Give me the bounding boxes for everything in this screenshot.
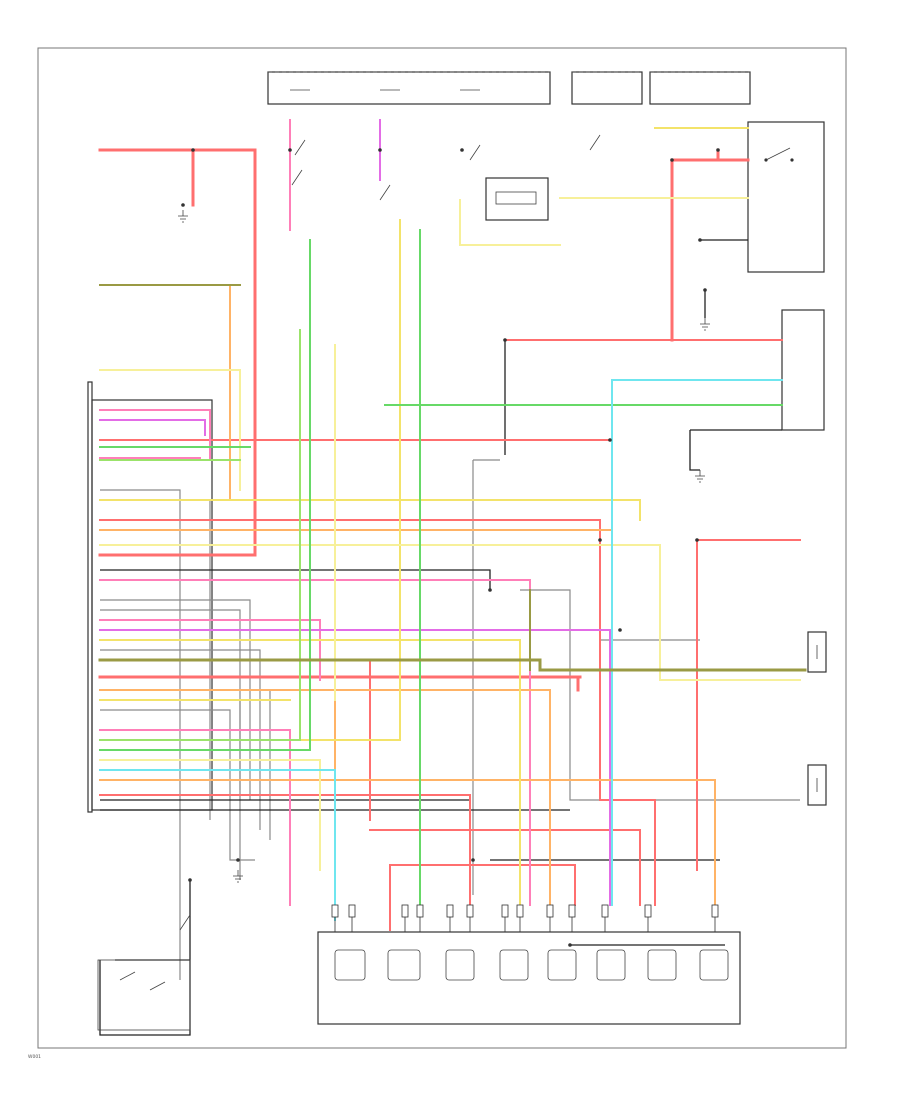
splice-node-12: [188, 878, 192, 882]
switch-icon: [179, 134, 601, 931]
wire-red-9: [99, 794, 471, 911]
splice-node-9: [703, 288, 707, 292]
splice-node-18: [618, 628, 622, 632]
wire-yellow-30: [99, 499, 641, 521]
connector-pin-10: [601, 904, 609, 918]
ground-icon: [178, 210, 710, 883]
wire-light-yellow-40: [99, 544, 801, 681]
wire-light-yellow-37: [99, 369, 241, 491]
splice-node-3: [460, 148, 464, 152]
wire-olive-50: [98, 658, 807, 672]
solenoid-body: [317, 931, 741, 1025]
wire-orange-28: [99, 284, 231, 501]
fuse-block-right: [571, 71, 643, 105]
splice-node-8: [698, 238, 702, 242]
diagram-frame: [37, 47, 847, 1049]
wire-green-41: [99, 239, 311, 751]
connector-pins: [331, 904, 719, 932]
splice-node-13: [236, 858, 240, 862]
splice-node-7: [503, 338, 507, 342]
wire-red-2: [670, 158, 750, 342]
wire-light-yellow-35: [99, 759, 321, 871]
splice-node-11: [471, 858, 475, 862]
fuse-block-far-right: [649, 71, 751, 105]
wire-orange-25: [99, 689, 551, 906]
connector-pin-3: [416, 904, 424, 918]
relay-module-right: [747, 121, 825, 273]
splice-nodes: [181, 148, 720, 947]
connector-pin-12: [711, 904, 719, 918]
wire-red-0: [98, 148, 257, 557]
connector-pin-1: [348, 904, 356, 918]
neutral-safety-switch: [97, 959, 191, 1031]
wire-magenta-22: [99, 419, 206, 436]
wire-red-14: [389, 864, 576, 906]
wire-yellow-31: [99, 639, 521, 906]
splice-node-14: [568, 943, 572, 947]
wire-red-10: [99, 519, 656, 906]
wire-orange-29: [99, 779, 716, 906]
wire-lime-45: [99, 329, 301, 741]
footer-code: W001: [28, 1054, 41, 1060]
splice-node-4: [716, 148, 720, 152]
splice-node-5: [670, 158, 674, 162]
sensor-box-right-2: [807, 764, 827, 806]
power-distribution-box: [267, 71, 551, 105]
black-signal-wires: [99, 239, 782, 1036]
indicator-lamp-box: [485, 177, 549, 221]
splice-node-1: [288, 148, 292, 152]
splice-node-6: [181, 203, 185, 207]
splice-node-16: [695, 538, 699, 542]
connector-pin-2: [401, 904, 409, 918]
splice-node-17: [608, 438, 612, 442]
connector-pin-5: [466, 904, 474, 918]
wire-pink-18: [99, 579, 531, 906]
wire-cyan-47: [99, 769, 336, 921]
connector-pin-9: [568, 904, 576, 918]
connector-pin-8: [546, 904, 554, 918]
splice-node-10: [488, 588, 492, 592]
sensor-box-right-1: [807, 631, 827, 673]
wire-pink-16: [99, 409, 211, 461]
splice-node-2: [378, 148, 382, 152]
harness-trunk-gray: [100, 459, 800, 980]
wire-magenta-24: [99, 629, 611, 906]
switch-box-right-mid: [781, 309, 825, 431]
connector-pin-0: [331, 904, 339, 918]
wire-red-11: [369, 829, 641, 906]
splice-node-0: [191, 148, 195, 152]
colored-wires: [98, 119, 807, 931]
connector-pin-6: [501, 904, 509, 918]
splice-node-15: [598, 538, 602, 542]
connector-pin-4: [446, 904, 454, 918]
connector-pin-11: [644, 904, 652, 918]
wire-pink-20: [99, 729, 291, 906]
connector-pin-7: [516, 904, 524, 918]
wire-light-yellow-38: [459, 199, 561, 246]
